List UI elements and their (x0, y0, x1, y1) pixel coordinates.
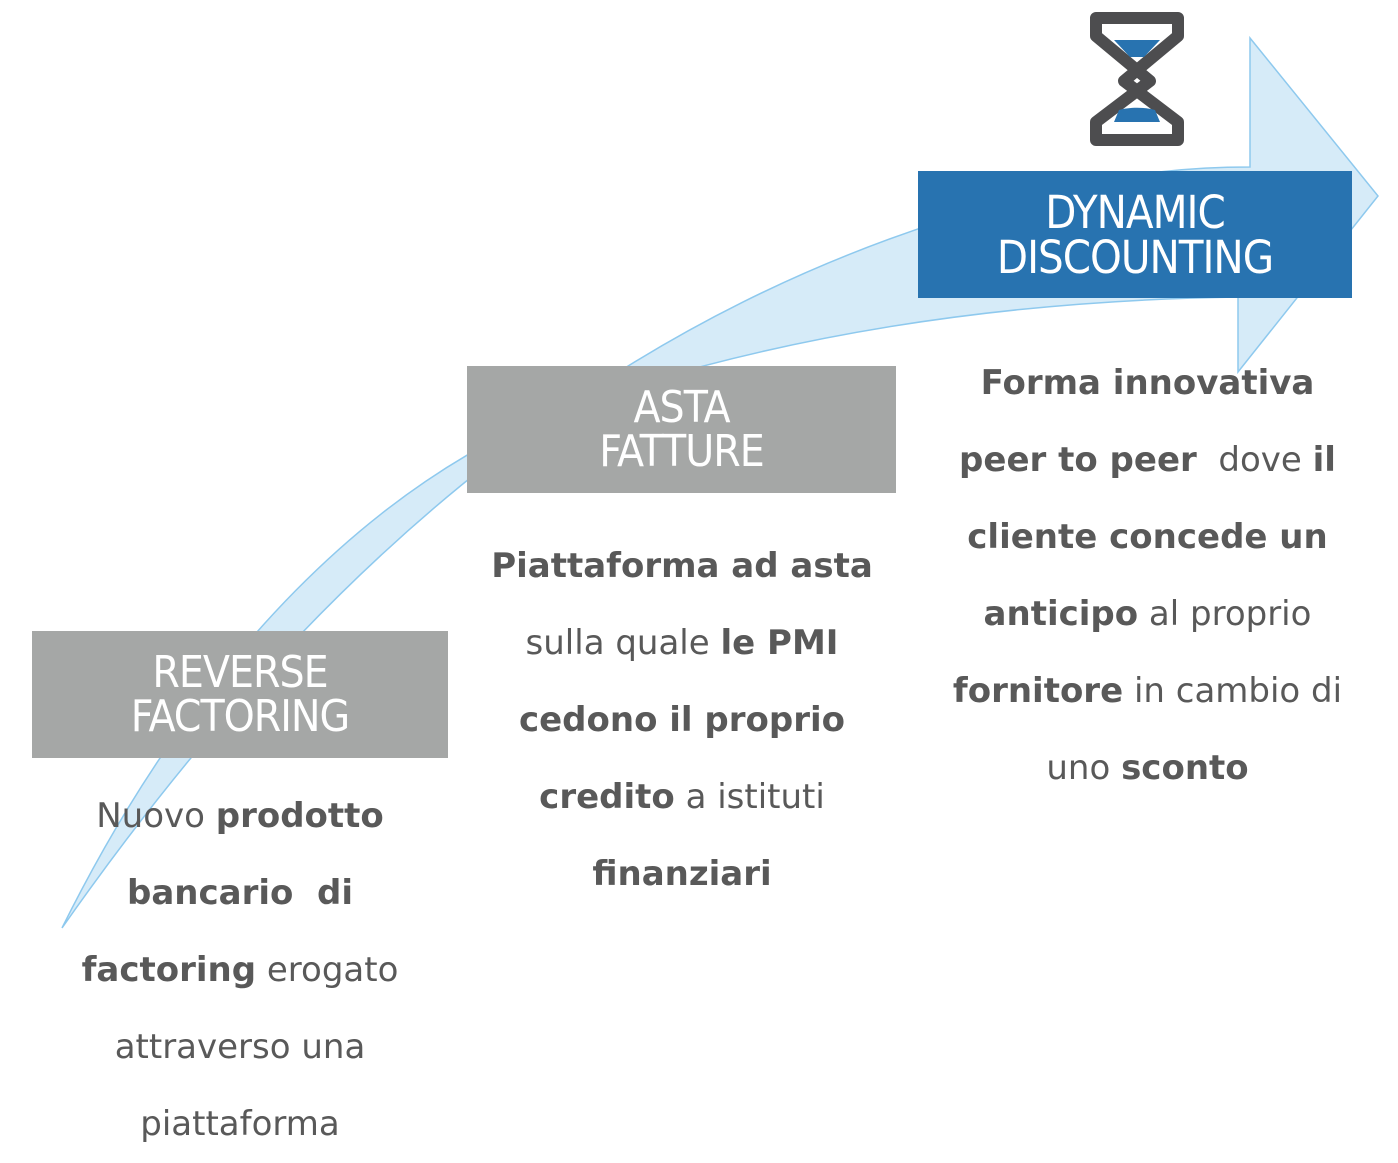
description-line: sulla quale le PMI (525, 623, 839, 663)
description-line: peer to peer dove il (959, 440, 1336, 480)
hourglass-sand-bottom (1114, 107, 1160, 122)
step-description-dynamic-discounting: Forma innovativa peer to peer dove il cl… (920, 345, 1375, 807)
step-description-asta-fatture: Piattaforma ad asta sulla quale le PMI c… (472, 528, 892, 913)
description-line: bancario di (126, 873, 354, 913)
step-title-line: ASTA (633, 381, 730, 433)
description-line: cedono il proprio (518, 700, 846, 740)
description-line: fornitore in cambio di (952, 671, 1343, 711)
description-line: factoring erogato (81, 950, 399, 990)
description-line: Nuovo prodotto (96, 796, 384, 836)
description-line: attraverso una (114, 1027, 366, 1067)
description-line: anticipo al proprio (983, 594, 1312, 634)
hourglass-sand-top (1114, 40, 1160, 57)
description-line: finanziari (592, 854, 772, 894)
step-title-line: FATTURE (599, 425, 764, 477)
description-line: credito a istituti (539, 777, 825, 817)
step-title-line: DISCOUNTING (996, 230, 1274, 284)
description-line: Piattaforma ad asta (491, 546, 873, 586)
description-line: piattaforma (140, 1104, 340, 1144)
description-line: Forma innovativa (980, 363, 1315, 403)
description-line: cliente concede un (967, 517, 1328, 557)
step-title-line: DYNAMIC (1045, 185, 1226, 239)
description-line: uno sconto (1046, 748, 1249, 788)
step-title-line: REVERSE (152, 646, 328, 698)
step-description-reverse-factoring: Nuovo prodotto bancario di factoring ero… (40, 778, 440, 1163)
step-title-box-dynamic-discounting: DYNAMIC DISCOUNTING (918, 171, 1352, 298)
step-title-box-reverse-factoring: REVERSE FACTORING (32, 631, 448, 758)
hourglass-icon (1090, 12, 1184, 146)
hourglass-frame (1090, 12, 1184, 146)
step-title-box-asta-fatture: ASTA FATTURE (467, 366, 896, 493)
step-title-line: FACTORING (130, 690, 350, 742)
